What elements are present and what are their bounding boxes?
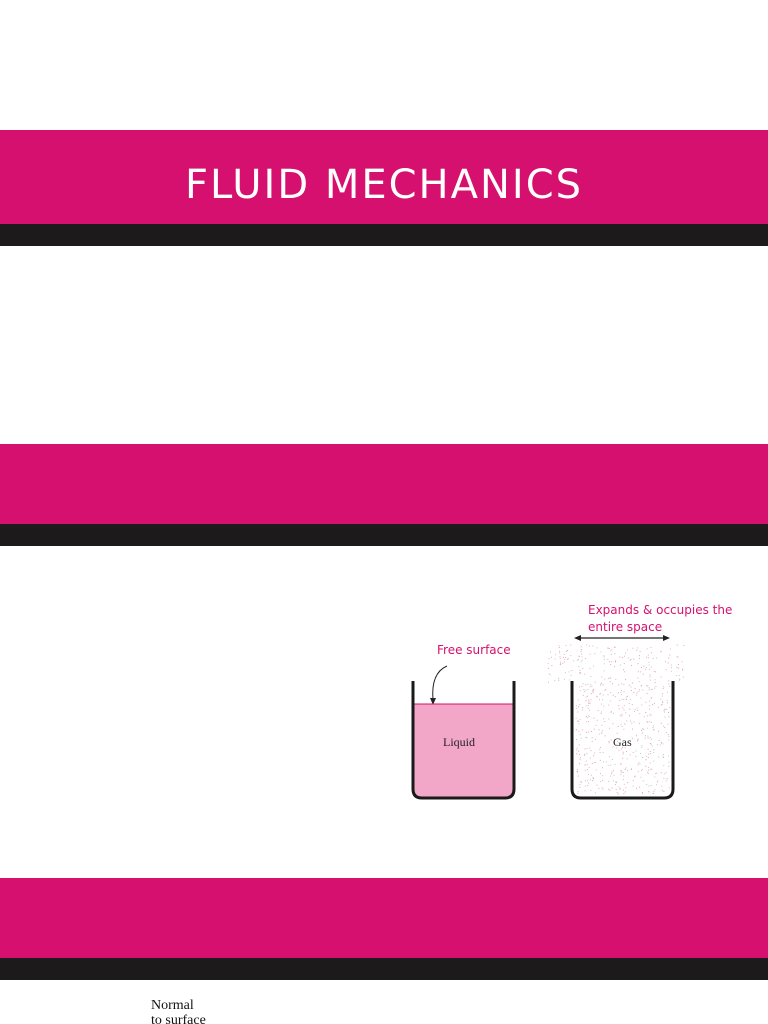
slide-5: Normal to surface xyxy=(0,982,768,1024)
free-surface-label: Free surface xyxy=(437,643,511,657)
gas-annotation-line1: Expands & occupies the xyxy=(588,603,733,617)
liquid-container xyxy=(411,681,516,800)
normal-label-line2: to surface xyxy=(151,1013,206,1024)
expansion-arrow xyxy=(574,635,670,641)
slide2-band xyxy=(0,444,768,524)
slide2-dark-strip xyxy=(0,524,768,546)
normal-label-line1: Normal xyxy=(151,998,194,1013)
slide4-band xyxy=(0,878,768,958)
gas-container xyxy=(547,644,685,800)
free-surface-pointer xyxy=(430,665,448,705)
page-title: FLUID MECHANICS xyxy=(184,162,584,208)
title-dark-strip xyxy=(0,224,768,246)
slide-title: FLUID MECHANICS xyxy=(0,0,768,248)
slide-2 xyxy=(0,248,768,550)
slide4-dark-strip xyxy=(0,958,768,980)
title-band xyxy=(0,130,768,224)
gas-label: Gas xyxy=(613,735,632,749)
liquid-label: Liquid xyxy=(443,735,475,749)
gas-particles xyxy=(547,644,685,795)
liquid-gas-diagram xyxy=(411,635,685,800)
gas-annotation-line2: entire space xyxy=(588,620,663,634)
